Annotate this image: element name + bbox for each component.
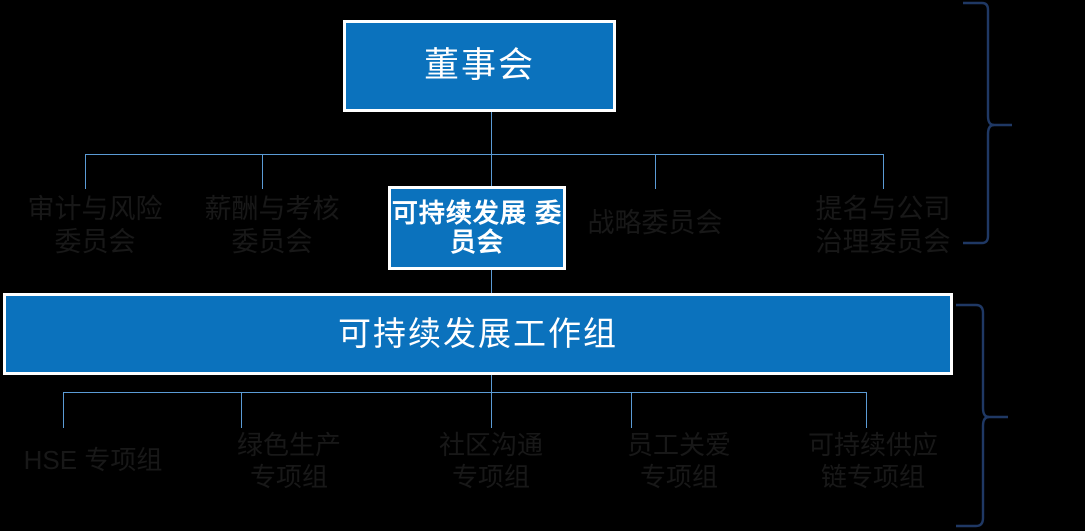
taskgroup-community-communication-label[interactable]: 社区沟通 专项组 [438, 430, 543, 492]
committee-audit-risk-label[interactable]: 审计与风险 委员会 [27, 194, 163, 257]
taskgroup-sustainable-supply-chain-label[interactable]: 可持续供应 链专项组 [807, 430, 938, 492]
committee-nomination-governance-label[interactable]: 提名与公司 治理委员会 [815, 194, 951, 257]
connector-drop-committee-3 [491, 154, 492, 186]
connector-drop-taskgroup-5 [866, 392, 867, 428]
committee-remuneration-appraisal-label[interactable]: 薪酬与考核 委员会 [204, 194, 340, 257]
connector-drop-committee-2 [262, 154, 263, 189]
connector-drop-taskgroup-1 [63, 392, 64, 428]
connector-drop-taskgroup-3 [491, 392, 492, 428]
board-of-directors-box[interactable]: 董事会 [343, 20, 616, 112]
connector-taskgroup-bus [63, 392, 866, 393]
connector-drop-committee-4 [655, 154, 656, 189]
connector-drop-taskgroup-4 [631, 392, 632, 428]
connector-committee-bus [85, 154, 884, 155]
taskgroup-hse-label[interactable]: HSE 专项组 [23, 445, 163, 475]
connector-workgroup-stem [491, 375, 492, 393]
board-level-bracket [960, 0, 1020, 250]
workgroup-level-bracket [950, 300, 1020, 531]
connector-board-stem [491, 112, 492, 155]
taskgroup-employee-care-label[interactable]: 员工关爱 专项组 [626, 430, 731, 492]
connector-drop-committee-1 [85, 154, 86, 189]
connector-drop-taskgroup-2 [241, 392, 242, 428]
taskgroup-green-production-label[interactable]: 绿色生产 专项组 [236, 430, 341, 492]
sustainable-development-workgroup-box[interactable]: 可持续发展工作组 [3, 293, 953, 375]
committee-strategy-label[interactable]: 战略委员会 [587, 208, 723, 238]
connector-drop-committee-5 [883, 154, 884, 189]
committee-sustainable-development-box[interactable]: 可持续发展 委员会 [388, 186, 566, 270]
connector-committee-to-workgroup [491, 270, 492, 295]
